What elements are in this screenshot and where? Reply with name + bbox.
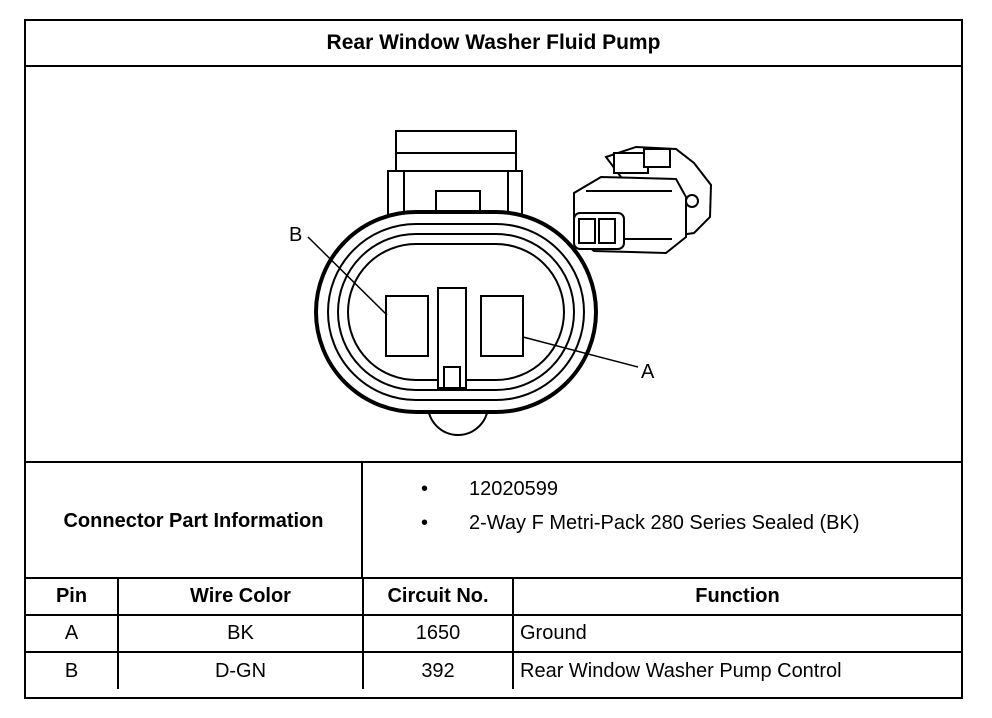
terminal-cavities (385, 287, 524, 389)
pin-label-a: A (641, 361, 655, 383)
pin-label-b: B (289, 224, 303, 246)
leader-line-a (522, 336, 639, 368)
cavity-divider-foot (443, 366, 461, 389)
cell-function: Ground (512, 614, 961, 653)
header-pin: Pin (26, 577, 119, 616)
header-function: Function (512, 577, 961, 616)
connector-face-drawing (307, 130, 713, 436)
table-row: B D-GN 392 Rear Window Washer Pump Contr… (26, 651, 961, 689)
header-circuit: Circuit No. (362, 577, 514, 616)
pin-table: Pin Wire Color Circuit No. Function A BK… (26, 577, 961, 689)
cell-circuit: 392 (362, 651, 514, 689)
connector-part-info-list: • 12020599 • 2-Way F Metri-Pack 280 Seri… (363, 463, 961, 579)
connector-description: 2-Way F Metri-Pack 280 Series Sealed (BK… (469, 512, 860, 534)
cell-circuit: 1650 (362, 614, 514, 653)
bullet-icon: • (421, 478, 429, 500)
connector-sheet: Rear Window Washer Fluid Pump (24, 19, 963, 699)
cavity-divider (437, 287, 467, 389)
table-row: A BK 1650 Ground (26, 614, 961, 653)
cell-wire-color: BK (117, 614, 364, 653)
connector-3d-view (573, 145, 713, 255)
cell-function: Rear Window Washer Pump Control (512, 651, 961, 689)
connector-part-info: Connector Part Information • 12020599 • … (26, 461, 961, 579)
page-title: Rear Window Washer Fluid Pump (26, 21, 961, 67)
cell-pin: A (26, 614, 119, 653)
cavity-a (480, 295, 524, 357)
bullet-icon: • (421, 512, 429, 534)
connector-latch (387, 130, 523, 216)
connector-diagram: B A (26, 67, 961, 461)
leader-line-b (307, 236, 388, 316)
table-header-row: Pin Wire Color Circuit No. Function (26, 577, 961, 616)
cell-pin: B (26, 651, 119, 689)
cavity-b (385, 295, 429, 357)
part-number: 12020599 (469, 478, 558, 500)
connector-part-info-label: Connector Part Information (26, 463, 363, 579)
header-wire-color: Wire Color (117, 577, 364, 616)
cell-wire-color: D-GN (117, 651, 364, 689)
